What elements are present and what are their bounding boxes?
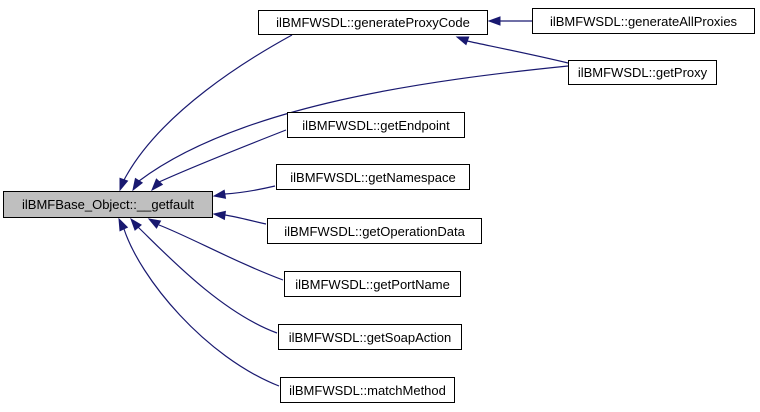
node-generateProxyCode[interactable]: ilBMFWSDL::generateProxyCode — [258, 10, 488, 35]
arrowhead-getSoapAction-to-getfault — [130, 217, 142, 231]
node-getOperationData[interactable]: ilBMFWSDL::getOperationData — [267, 218, 482, 244]
arrowhead-getEndpoint-to-getfault — [151, 178, 164, 192]
edge-getOperationData-to-getfault — [224, 214, 267, 225]
node-label-getNamespace: ilBMFWSDL::getNamespace — [290, 169, 456, 185]
node-getPortName[interactable]: ilBMFWSDL::getPortName — [284, 271, 461, 297]
arrowhead-getProxy-to-generateProxyCode — [455, 36, 470, 46]
node-getEndpoint[interactable]: ilBMFWSDL::getEndpoint — [287, 112, 465, 138]
node-label-getPortName: ilBMFWSDL::getPortName — [295, 276, 450, 292]
edge-matchMethod-to-getfault — [123, 228, 280, 387]
node-label-getSoapAction: ilBMFWSDL::getSoapAction — [288, 329, 452, 345]
edge-generateProxyCode-to-getfault — [123, 34, 293, 181]
node-label-generateProxyCode: ilBMFWSDL::generateProxyCode — [276, 15, 470, 30]
node-getfault: ilBMFBase_Object::__getfault — [3, 191, 213, 218]
node-generateAllProxies[interactable]: ilBMFWSDL::generateAllProxies — [532, 8, 755, 34]
node-label-getProxy: ilBMFWSDL::getProxy — [577, 65, 708, 80]
node-label-matchMethod: ilBMFWSDL::matchMethod — [289, 382, 446, 398]
edge-getNamespace-to-getfault — [224, 185, 276, 195]
node-label-generateAllProxies: ilBMFWSDL::generateAllProxies — [549, 13, 738, 29]
edge-getPortName-to-getfault — [158, 224, 284, 281]
arrowhead-getOperationData-to-getfault — [212, 210, 226, 221]
node-getNamespace[interactable]: ilBMFWSDL::getNamespace — [276, 164, 470, 190]
arrowhead-generateProxyCode-to-getfault — [119, 177, 129, 192]
arrowhead-generateAllProxies-to-generateProxyCode — [487, 16, 501, 26]
edge-getProxy-to-getfault — [138, 65, 569, 182]
node-label-getEndpoint: ilBMFWSDL::getEndpoint — [302, 117, 450, 133]
node-getProxy[interactable]: ilBMFWSDL::getProxy — [568, 60, 717, 85]
node-label-getfault: ilBMFBase_Object::__getfault — [22, 197, 194, 212]
node-getSoapAction[interactable]: ilBMFWSDL::getSoapAction — [278, 324, 462, 350]
arrowhead-getProxy-to-getfault — [132, 177, 144, 192]
node-matchMethod[interactable]: ilBMFWSDL::matchMethod — [280, 377, 455, 403]
edge-getEndpoint-to-getfault — [158, 129, 287, 183]
arrowhead-getPortName-to-getfault — [147, 218, 162, 229]
node-label-getOperationData: ilBMFWSDL::getOperationData — [284, 223, 465, 239]
edge-getSoapAction-to-getfault — [137, 226, 278, 334]
arrowhead-matchMethod-to-getfault — [118, 217, 129, 232]
arrowhead-getNamespace-to-getfault — [212, 189, 227, 199]
edge-getProxy-to-generateProxyCode — [466, 40, 569, 64]
